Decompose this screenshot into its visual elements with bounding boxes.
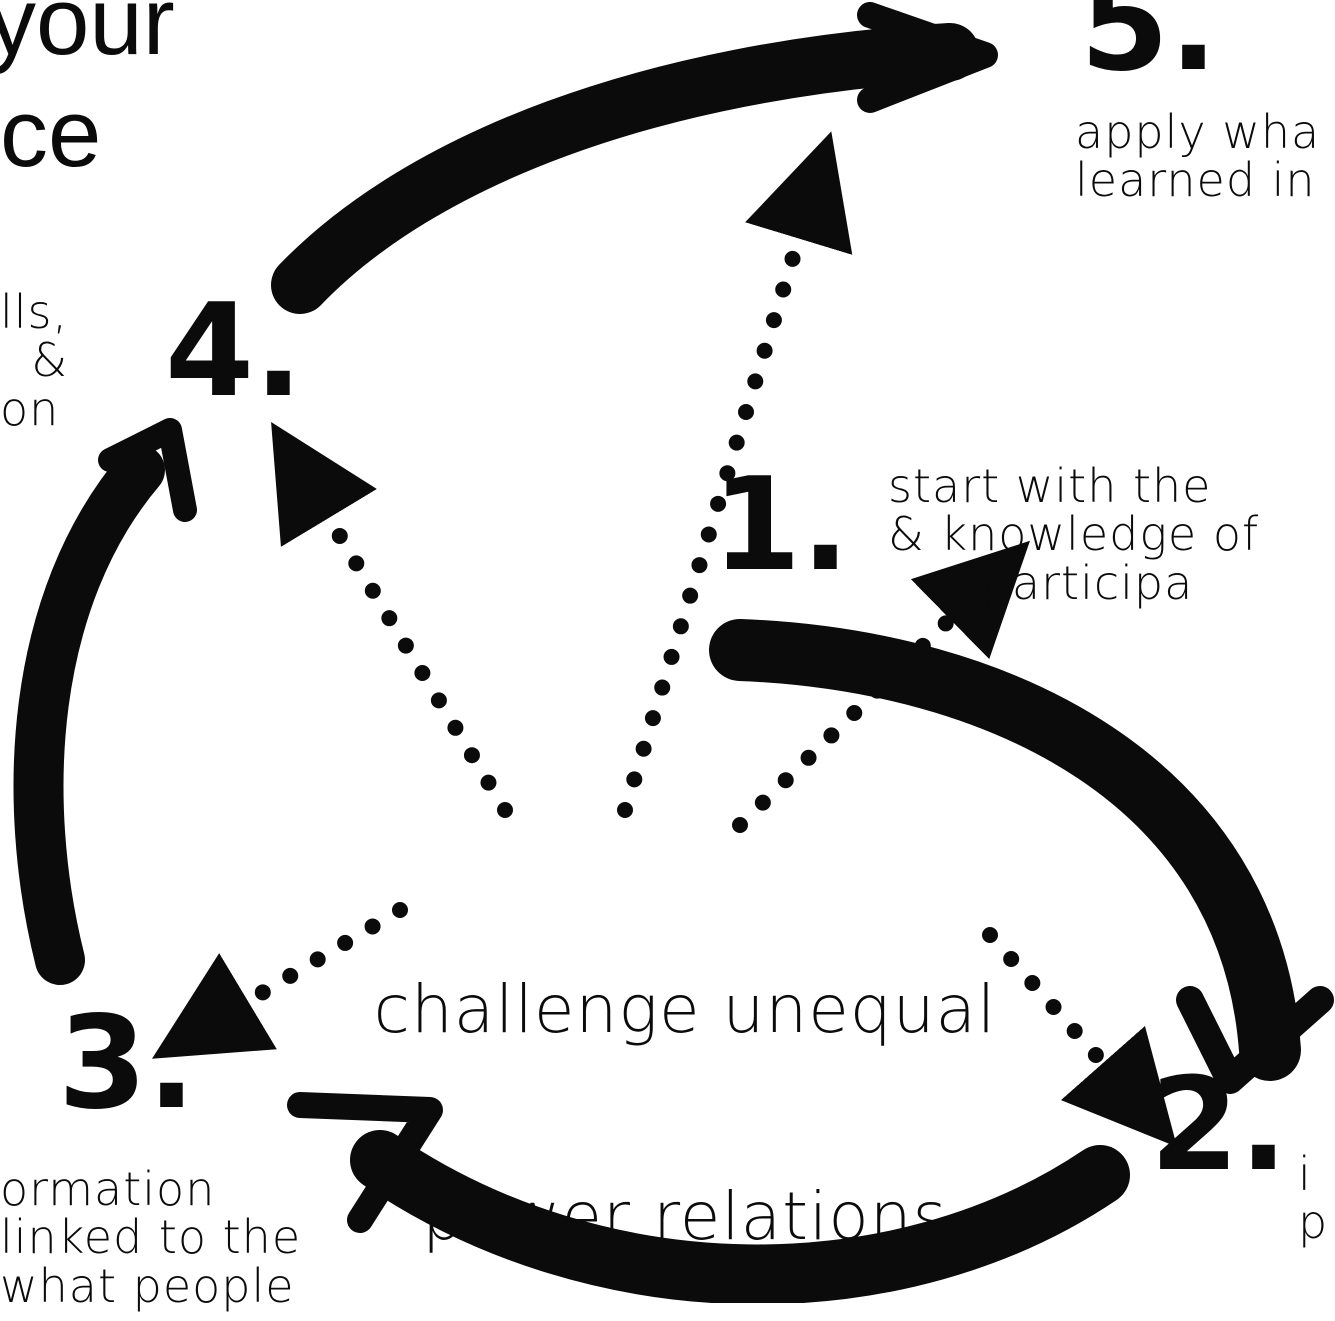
- dotted-arrow-to-3: [151, 902, 408, 1059]
- brush-arrowhead-5: [857, 2, 998, 113]
- step-number-2: 2.: [1150, 1051, 1288, 1200]
- step-text-4: lls, & on: [0, 285, 69, 436]
- step-number-5: 5.: [1080, 0, 1218, 100]
- step-text-1: start with the & knowledge of participa: [888, 459, 1260, 610]
- center-label: challenge unequal power relations: [360, 836, 1010, 1321]
- title-line-2: ce: [0, 80, 102, 187]
- brush-arrow-3-to-4: [13, 445, 165, 985]
- dotted-arrow-to-5: [617, 131, 853, 818]
- brush-arrowhead-2: [1176, 986, 1334, 1094]
- step-text-2: i p: [1298, 1147, 1329, 1250]
- brush-arrowhead-4: [98, 418, 197, 522]
- step-text-5: apply wha learned in: [1075, 105, 1321, 208]
- step-text-3: ormation linked to the what people: [0, 1162, 302, 1313]
- step-number-4: 4.: [165, 277, 303, 426]
- center-label-line-1: challenge unequal: [373, 970, 997, 1048]
- dotted-arrow-to-4: [271, 422, 513, 818]
- dotted-arrow-to-1: [732, 540, 1030, 833]
- step-number-3: 3.: [58, 989, 196, 1138]
- brush-arrow-4-to-5: [271, 23, 979, 314]
- brush-arrow-1-to-2: [709, 619, 1301, 1081]
- step-number-1: 1.: [712, 451, 850, 600]
- center-label-line-2: power relations: [422, 1178, 948, 1256]
- title-line-1: your: [0, 0, 175, 75]
- brush-arrow-2-to-3: [350, 1130, 1130, 1303]
- brush-arrowhead-3: [287, 1092, 443, 1233]
- dotted-arrow-to-2: [982, 927, 1178, 1147]
